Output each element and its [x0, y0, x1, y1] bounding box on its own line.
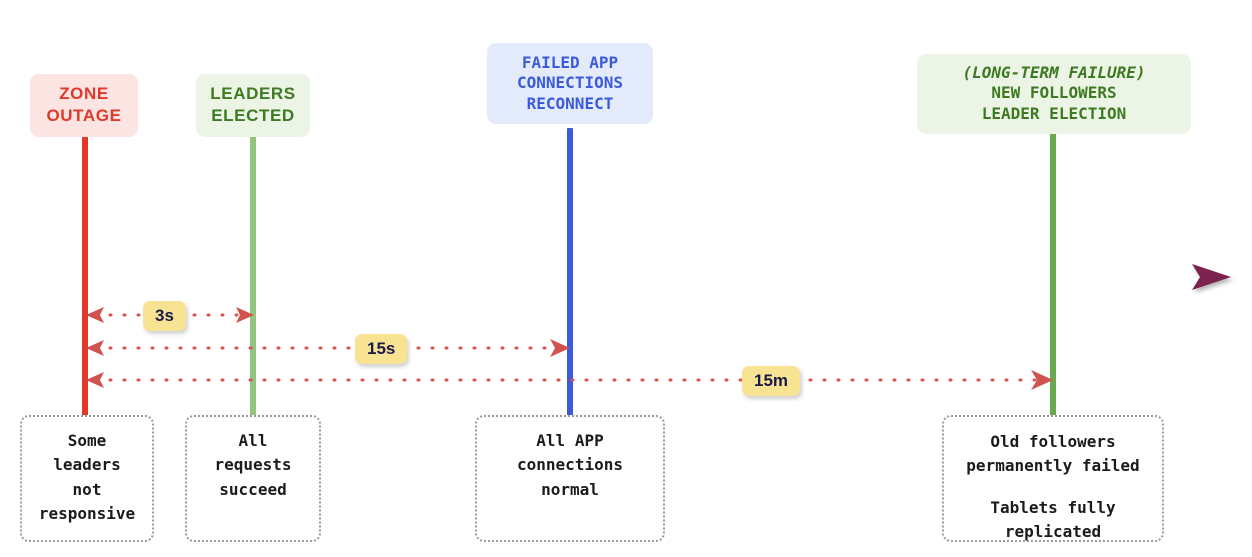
- note-paragraph: Some leaders not responsive: [38, 431, 136, 523]
- milestone-zone-outage: ZONE OUTAGE: [30, 74, 138, 137]
- duration-badge-15s: 15s: [355, 334, 408, 364]
- duration-measure-15m: [0, 368, 1252, 392]
- milestone-app-reconnect-line-3: RECONNECT: [526, 93, 614, 113]
- note-paragraph: All APP connections normal: [517, 431, 623, 499]
- milestone-app-reconnect: FAILED APP CONNECTIONS RECONNECT: [487, 43, 653, 125]
- event-line-zone-outage: [82, 128, 88, 418]
- note-long-term-failure: Old followers permanently failed Tablets…: [942, 415, 1164, 542]
- event-line-long-term-failure: [1050, 128, 1056, 418]
- note-leaders-elected: All requests succeed: [185, 415, 321, 542]
- event-line-leaders-elected: [250, 128, 256, 418]
- milestone-leaders-elected-line-2: ELECTED: [211, 105, 295, 125]
- duration-badge-15m: 15m: [742, 366, 801, 396]
- note-zone-outage: Some leaders not responsive: [20, 415, 154, 542]
- note-app-reconnect: All APP connections normal: [475, 415, 665, 542]
- milestone-app-reconnect-line-2: CONNECTIONS: [517, 73, 623, 93]
- note-paragraph: Old followers permanently failed: [966, 432, 1140, 476]
- milestone-leaders-elected: LEADERS ELECTED: [196, 74, 310, 137]
- duration-badge-3s: 3s: [143, 301, 186, 331]
- duration-measure-3s: [0, 303, 1252, 327]
- event-line-app-reconnect: [567, 128, 573, 418]
- milestone-zone-outage-line-1: ZONE: [59, 84, 109, 103]
- timeline-axis: [0, 248, 1252, 294]
- milestone-long-term-failure-line-2: NEW FOLLOWERS: [991, 83, 1117, 103]
- note-paragraph: All requests succeed: [214, 431, 292, 499]
- milestone-zone-outage-line-2: OUTAGE: [46, 105, 122, 125]
- milestone-long-term-failure-line-3: LEADER ELECTION: [981, 103, 1127, 123]
- milestone-long-term-failure-line-1: (LONG-TERM FAILURE): [962, 63, 1146, 82]
- note-paragraph: Tablets fully replicated: [990, 497, 1116, 541]
- duration-measure-15s: [0, 336, 1252, 360]
- milestone-leaders-elected-line-1: LEADERS: [210, 84, 296, 103]
- milestone-app-reconnect-line-1: FAILED APP: [521, 53, 619, 72]
- milestone-long-term-failure: (LONG-TERM FAILURE) NEW FOLLOWERS LEADER…: [917, 54, 1191, 135]
